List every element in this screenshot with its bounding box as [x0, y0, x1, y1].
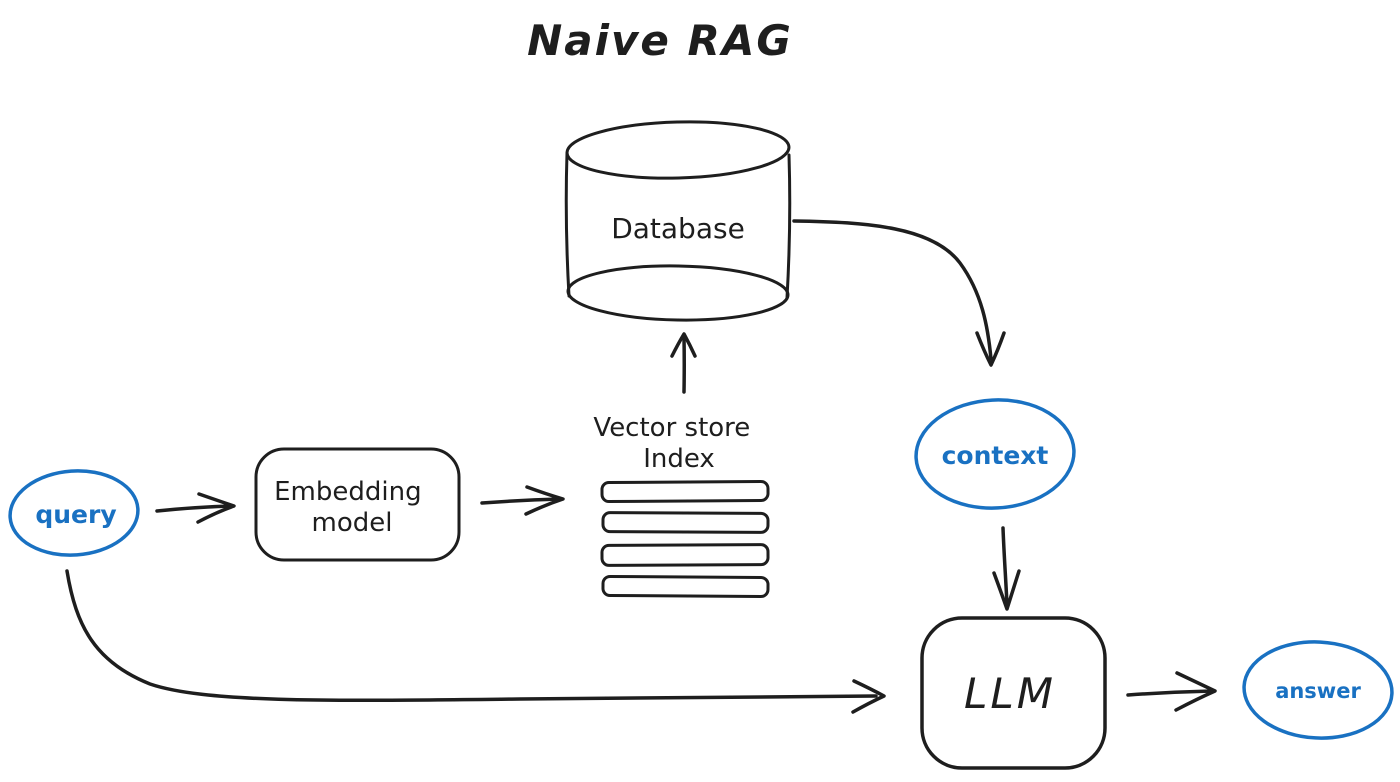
arrow-shaft — [65, 569, 878, 702]
query-label: query — [35, 500, 116, 529]
database-cylinder-bottom — [566, 264, 790, 322]
edge-vectorstore-to-database — [670, 332, 697, 394]
node-query: query — [8, 469, 140, 557]
answer-label: answer — [1275, 679, 1361, 703]
arrow-head — [992, 569, 1021, 611]
arrow-shaft — [1126, 689, 1214, 697]
arrow-shaft — [1001, 526, 1009, 607]
edge-query-to-llm — [65, 569, 886, 714]
edge-embedding-to-vectorstore — [480, 485, 565, 516]
arrow-head — [670, 332, 697, 358]
context-label: context — [942, 441, 1049, 470]
arrow-head — [524, 485, 565, 516]
vector-bar-2 — [601, 511, 770, 534]
llm-box — [920, 616, 1107, 770]
llm-label: LLM — [964, 669, 1056, 718]
database-cylinder-left-side — [564, 151, 571, 298]
node-context: context — [914, 398, 1076, 510]
node-answer: answer — [1242, 640, 1394, 740]
arrow-head — [975, 331, 1006, 367]
vector-bar-3 — [600, 543, 770, 567]
node-embedding-model: Embedding model — [254, 447, 461, 562]
arrow-head — [851, 679, 886, 714]
embedding-model-label: Embedding model — [274, 477, 430, 538]
answer-ellipse — [1242, 640, 1394, 740]
database-cylinder-top — [565, 120, 791, 180]
edge-context-to-llm — [992, 526, 1021, 611]
arrow-head — [1174, 671, 1217, 712]
node-database: Database — [564, 120, 792, 322]
vector-bar-4 — [601, 574, 770, 599]
query-ellipse — [8, 469, 140, 557]
diagram-title: Naive RAG — [527, 16, 793, 65]
database-cylinder-right-side — [785, 153, 792, 300]
arrow-shaft — [792, 219, 993, 361]
edge-llm-to-answer — [1126, 671, 1217, 712]
node-llm: LLM — [920, 616, 1107, 770]
arrow-shaft — [155, 504, 234, 513]
database-label: Database — [611, 212, 745, 245]
edge-database-to-context — [792, 219, 1006, 367]
embedding-model-box — [254, 447, 461, 562]
node-vector-store-index: Vector store Index — [593, 413, 770, 599]
arrow-head — [196, 492, 236, 524]
vector-store-label: Vector store Index — [593, 413, 758, 474]
context-ellipse — [914, 398, 1076, 510]
edge-query-to-embedding — [155, 492, 236, 524]
arrow-shaft — [480, 497, 563, 505]
vector-bar-1 — [600, 479, 770, 504]
